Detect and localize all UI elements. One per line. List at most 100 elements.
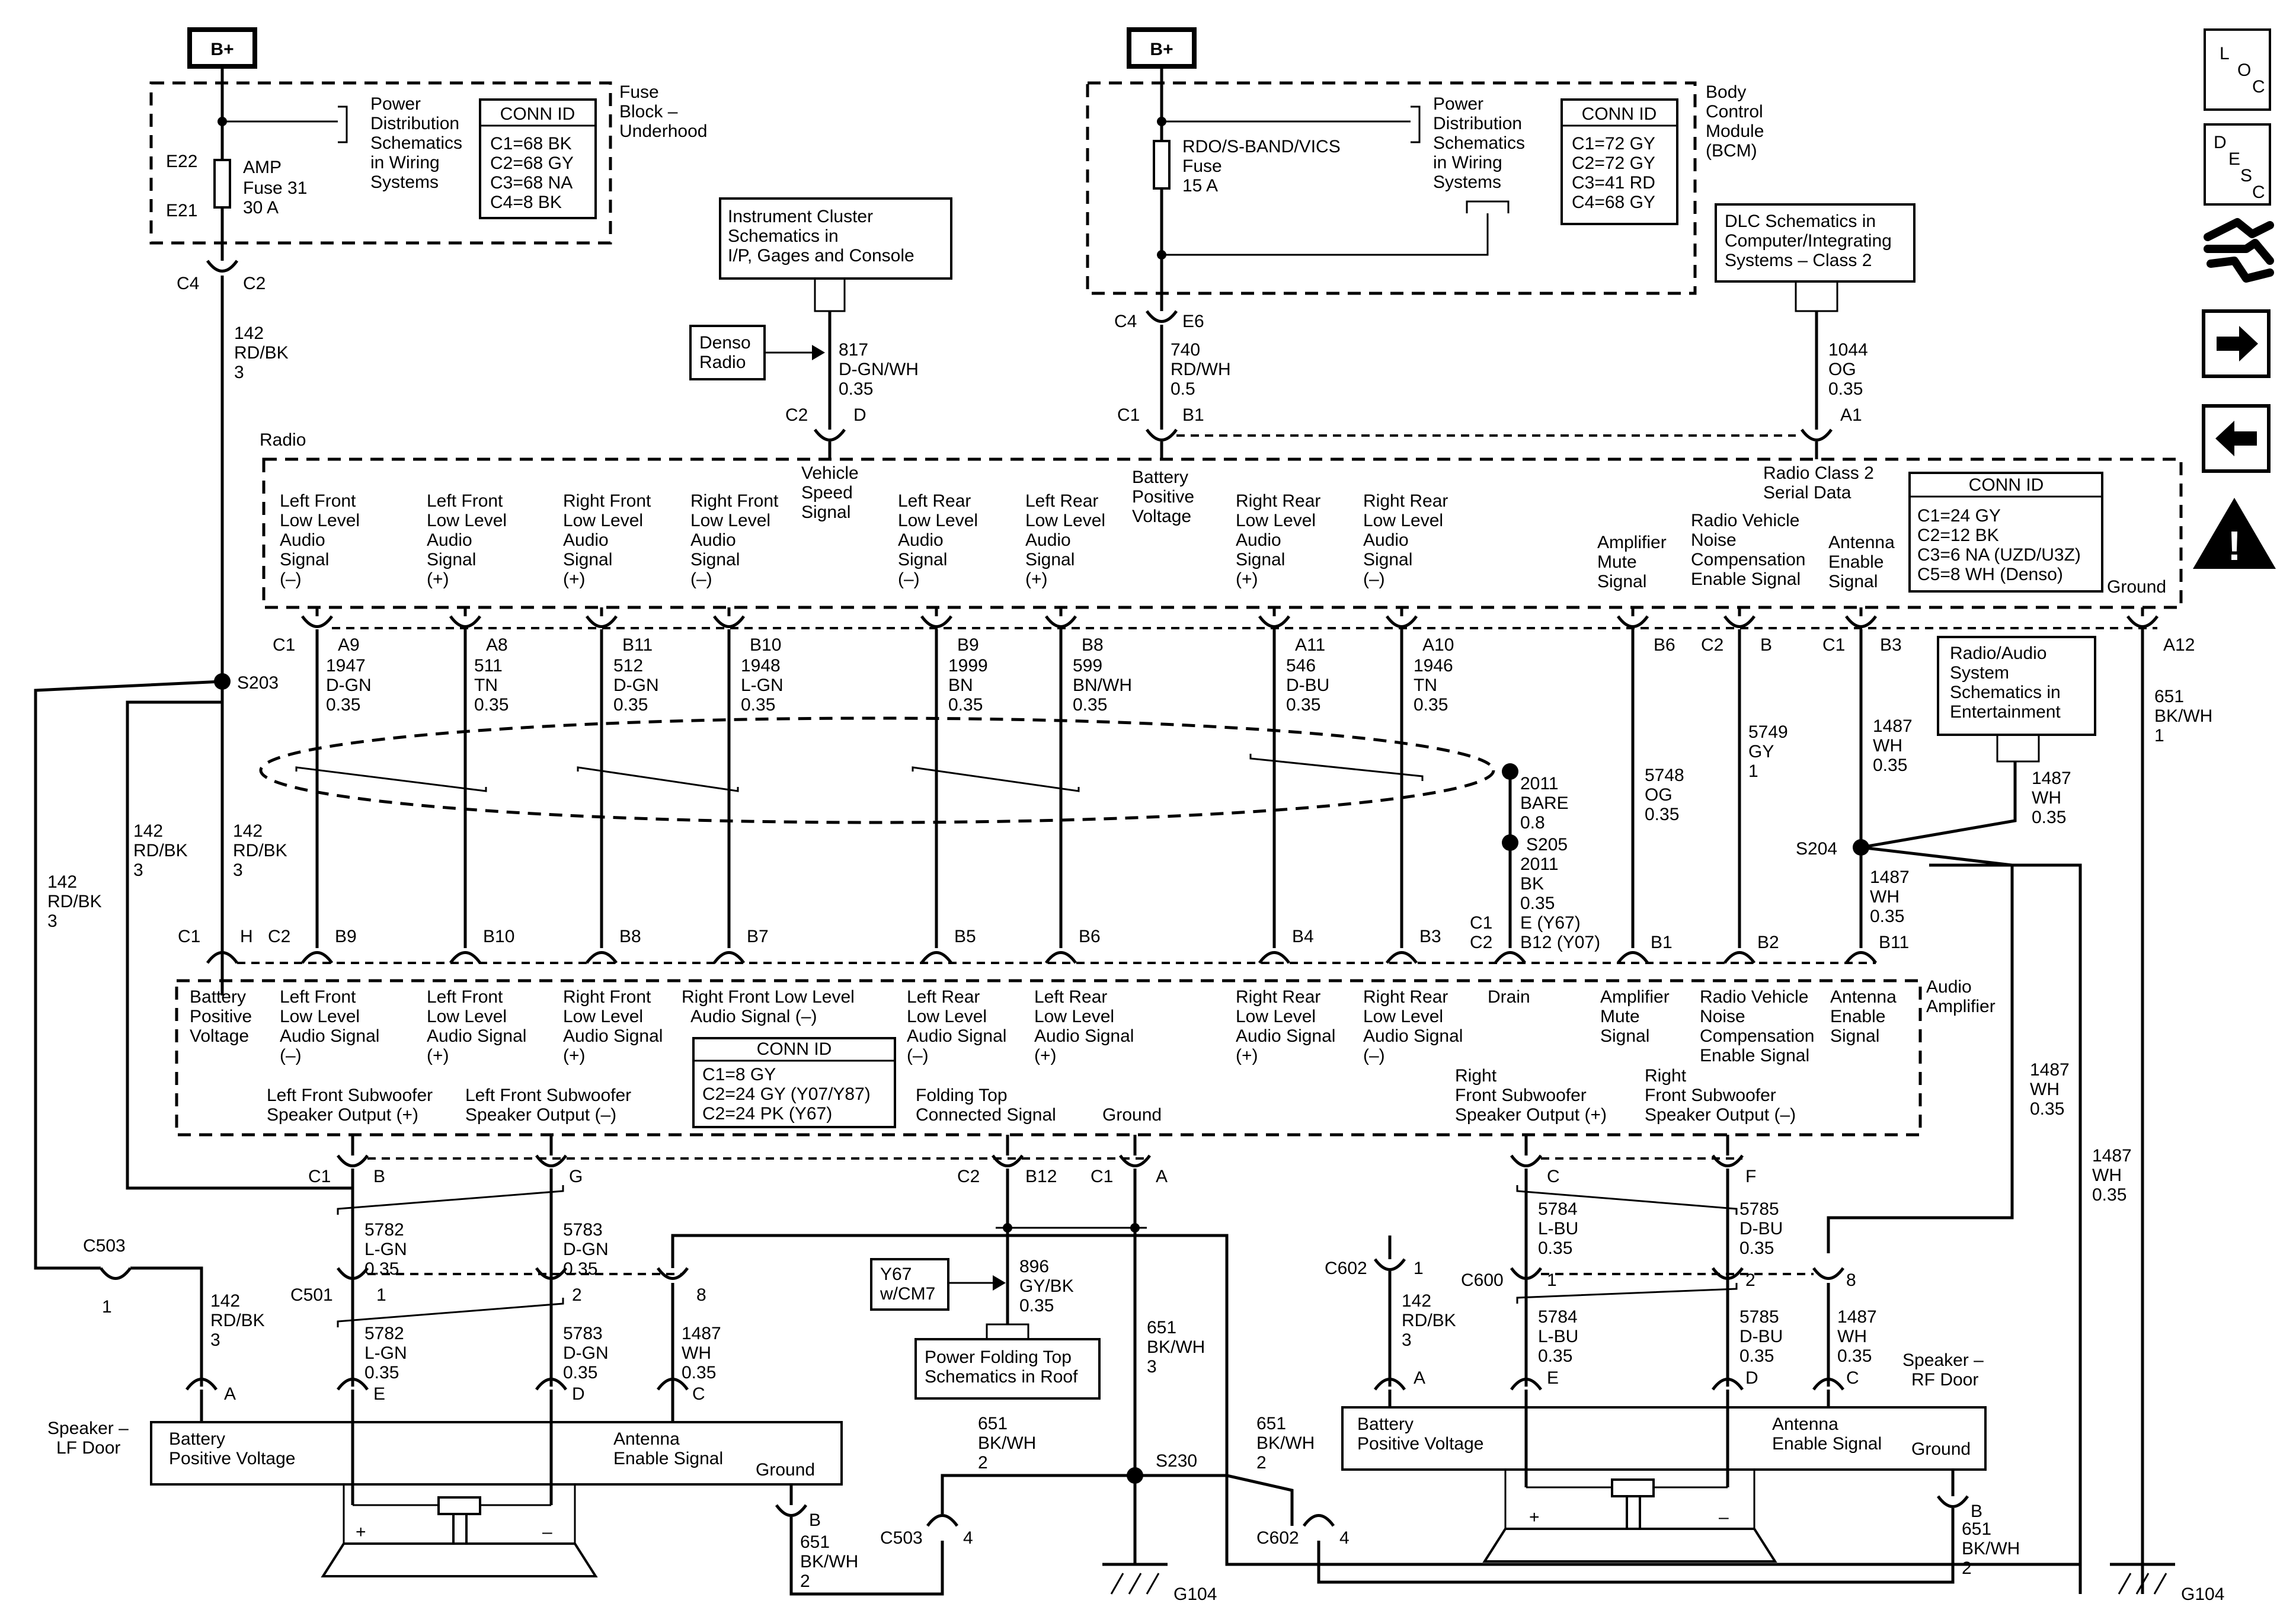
svg-text:Battery: Battery [1357,1414,1414,1434]
connector-a1: A1 [1800,405,1862,441]
svg-text:Compensation: Compensation [1691,550,1805,569]
svg-text:2011: 2011 [1520,854,1559,874]
warning-icon[interactable]: ! [2193,498,2276,569]
svg-text:8: 8 [696,1285,706,1305]
svg-text:B2: B2 [1757,933,1779,952]
svg-text:Positive: Positive [1132,487,1194,507]
svg-text:RD/WH: RD/WH [1171,360,1231,379]
svg-text:Audio Signal: Audio Signal [907,1026,1006,1046]
connector-icon[interactable] [2204,218,2274,283]
svg-text:0.35: 0.35 [364,1259,399,1279]
svg-text:Voltage: Voltage [1132,507,1191,526]
svg-text:L-BU: L-BU [1538,1219,1578,1238]
svg-text:Signal: Signal [801,502,850,522]
svg-text:0.35: 0.35 [2030,1099,2064,1119]
svg-text:C5=8 WH (Denso): C5=8 WH (Denso) [1917,565,2063,584]
svg-text:B: B [373,1167,385,1186]
denso-radio-ref: Denso Radio [689,325,825,380]
svg-text:I/P, Gages and Console: I/P, Gages and Console [728,246,914,265]
svg-text:C: C [692,1384,705,1404]
svg-text:C4: C4 [1114,312,1137,331]
svg-text:C2: C2 [243,274,266,293]
svg-text:L: L [2220,44,2230,63]
svg-text:C2=68 GY: C2=68 GY [490,153,574,173]
svg-text:1946: 1946 [1414,656,1453,676]
svg-text:TN: TN [474,676,498,695]
svg-text:Low Level: Low Level [690,511,770,530]
svg-text:C1: C1 [308,1167,331,1186]
svg-text:S205: S205 [1526,835,1568,854]
svg-text:C2: C2 [268,927,290,946]
svg-text:S204: S204 [1796,839,1837,859]
svg-text:Vehicle: Vehicle [801,463,859,483]
svg-text:(+): (+) [1034,1046,1057,1065]
svg-text:A1: A1 [1840,405,1862,425]
svg-text:O: O [2237,60,2251,80]
svg-text:599: 599 [1073,656,1102,676]
svg-text:3: 3 [1147,1357,1157,1377]
svg-text:Signal: Signal [690,550,740,569]
svg-text:0.35: 0.35 [1739,1238,1774,1258]
svg-text:TN: TN [1414,676,1437,695]
svg-text:2: 2 [978,1453,988,1473]
svg-text:OG: OG [1645,785,1673,805]
splice-s203-branches: S203 142 RD/BK 3 142 RD/BK 3 142 RD/BK 3 [34,673,353,1270]
svg-text:8: 8 [1846,1270,1856,1290]
svg-text:BK/WH: BK/WH [978,1433,1036,1453]
svg-text:Right Rear: Right Rear [1363,987,1448,1007]
next-arrow-icon[interactable] [2202,309,2271,378]
svg-text:Amplifier: Amplifier [1926,997,1996,1016]
svg-text:Module: Module [1706,121,1764,141]
svg-text:30 A: 30 A [243,198,279,217]
svg-text:Enable Signal: Enable Signal [613,1449,723,1468]
connector-c4-e6: C4 E6 [1114,310,1204,331]
desc-icon[interactable]: D E S C [2204,123,2271,206]
svg-text:B6: B6 [1654,635,1675,655]
svg-text:–: – [542,1522,552,1542]
svg-text:Right Front Low Level: Right Front Low Level [682,987,855,1007]
svg-text:(–): (–) [280,1046,302,1065]
svg-text:2: 2 [1745,1270,1755,1290]
fuse-block-outline [149,81,612,245]
svg-text:5749: 5749 [1748,722,1788,742]
svg-text:Speaker Output (+): Speaker Output (+) [1455,1105,1607,1125]
svg-text:in Wiring: in Wiring [370,153,440,172]
svg-text:BARE: BARE [1520,793,1569,813]
prev-arrow-icon[interactable] [2202,404,2271,473]
shielded-cable [259,716,1495,824]
svg-text:5783: 5783 [563,1324,603,1343]
svg-text:Audio: Audio [898,530,944,550]
svg-text:Body: Body [1706,82,1746,102]
svg-text:D: D [572,1384,585,1404]
svg-text:Signal: Signal [427,550,476,569]
connector-c4-c2: C4 C2 [177,260,266,293]
svg-text:Drain: Drain [1488,987,1530,1007]
loc-icon[interactable]: L O C [2204,28,2271,111]
svg-text:B1: B1 [1182,405,1204,425]
svg-text:A10: A10 [1422,635,1454,655]
svg-text:A: A [1156,1167,1168,1186]
svg-text:Low Level: Low Level [907,1007,987,1026]
svg-text:WH: WH [1837,1327,1867,1346]
svg-text:1: 1 [1414,1259,1424,1278]
svg-text:Left Front: Left Front [427,491,503,511]
svg-text:0.35: 0.35 [741,695,775,715]
svg-text:RD/BK: RD/BK [233,841,287,860]
svg-text:Folding Top: Folding Top [916,1086,1008,1105]
svg-text:BK/WH: BK/WH [1147,1337,1205,1357]
svg-text:Signal: Signal [280,550,329,569]
svg-text:817: 817 [839,340,868,360]
svg-text:BK/WH: BK/WH [1256,1433,1315,1453]
svg-text:Audio: Audio [1025,530,1071,550]
svg-text:Audio: Audio [1236,530,1281,550]
svg-text:Y67: Y67 [880,1265,912,1284]
svg-text:Left Rear: Left Rear [1034,987,1107,1007]
svg-text:C1=24 GY: C1=24 GY [1917,506,2001,526]
svg-text:CONN ID: CONN ID [757,1039,832,1059]
svg-text:A8: A8 [486,635,508,655]
svg-text:Right Rear: Right Rear [1363,491,1448,511]
